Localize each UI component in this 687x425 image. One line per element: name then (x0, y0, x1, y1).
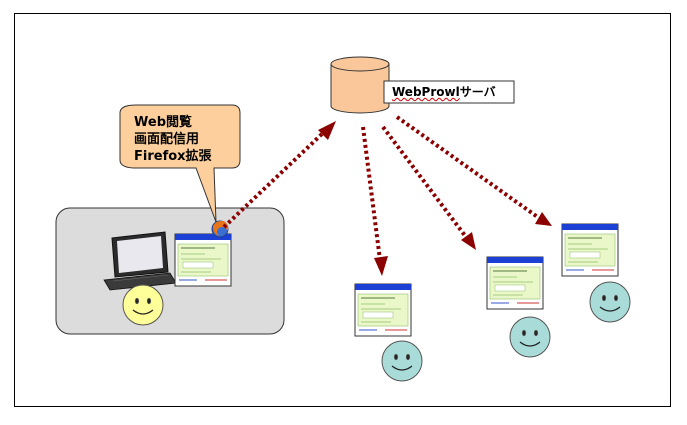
viewer-window-1 (354, 283, 412, 337)
viewer-face-3 (589, 281, 631, 323)
laptop-icon (103, 231, 177, 291)
arrow-server-to-viewer-1 (361, 126, 388, 276)
server-cylinder-icon (330, 56, 390, 114)
callout-bubble (119, 104, 241, 223)
arrow-server-to-viewer-3 (395, 115, 552, 226)
viewer-window-2 (486, 256, 544, 310)
arrow-laptop-to-server (222, 121, 336, 229)
callout-line-1: Web閲覧 (134, 115, 192, 130)
smiley-face-icon (122, 284, 164, 326)
server-label-name: WebProwl (392, 85, 460, 99)
viewer-window-3 (561, 223, 619, 277)
firefox-icon (211, 220, 229, 238)
callout-text: Web閲覧 画面配信用 Firefox拡張 (134, 114, 212, 165)
arrow-server-to-viewer-2 (381, 125, 476, 250)
browser-window-icon (174, 233, 232, 287)
callout-line-3: Firefox拡張 (134, 149, 212, 164)
viewer-face-1 (381, 340, 423, 382)
viewer-face-2 (509, 316, 551, 358)
server-label-suffix: サーバ (459, 85, 496, 99)
callout-line-2: 画面配信用 (134, 132, 200, 147)
server-label-box (383, 80, 515, 104)
laptop-area-box (55, 207, 285, 335)
diagram-frame (14, 13, 671, 407)
server-label: WebProwlサーバ (392, 83, 496, 100)
